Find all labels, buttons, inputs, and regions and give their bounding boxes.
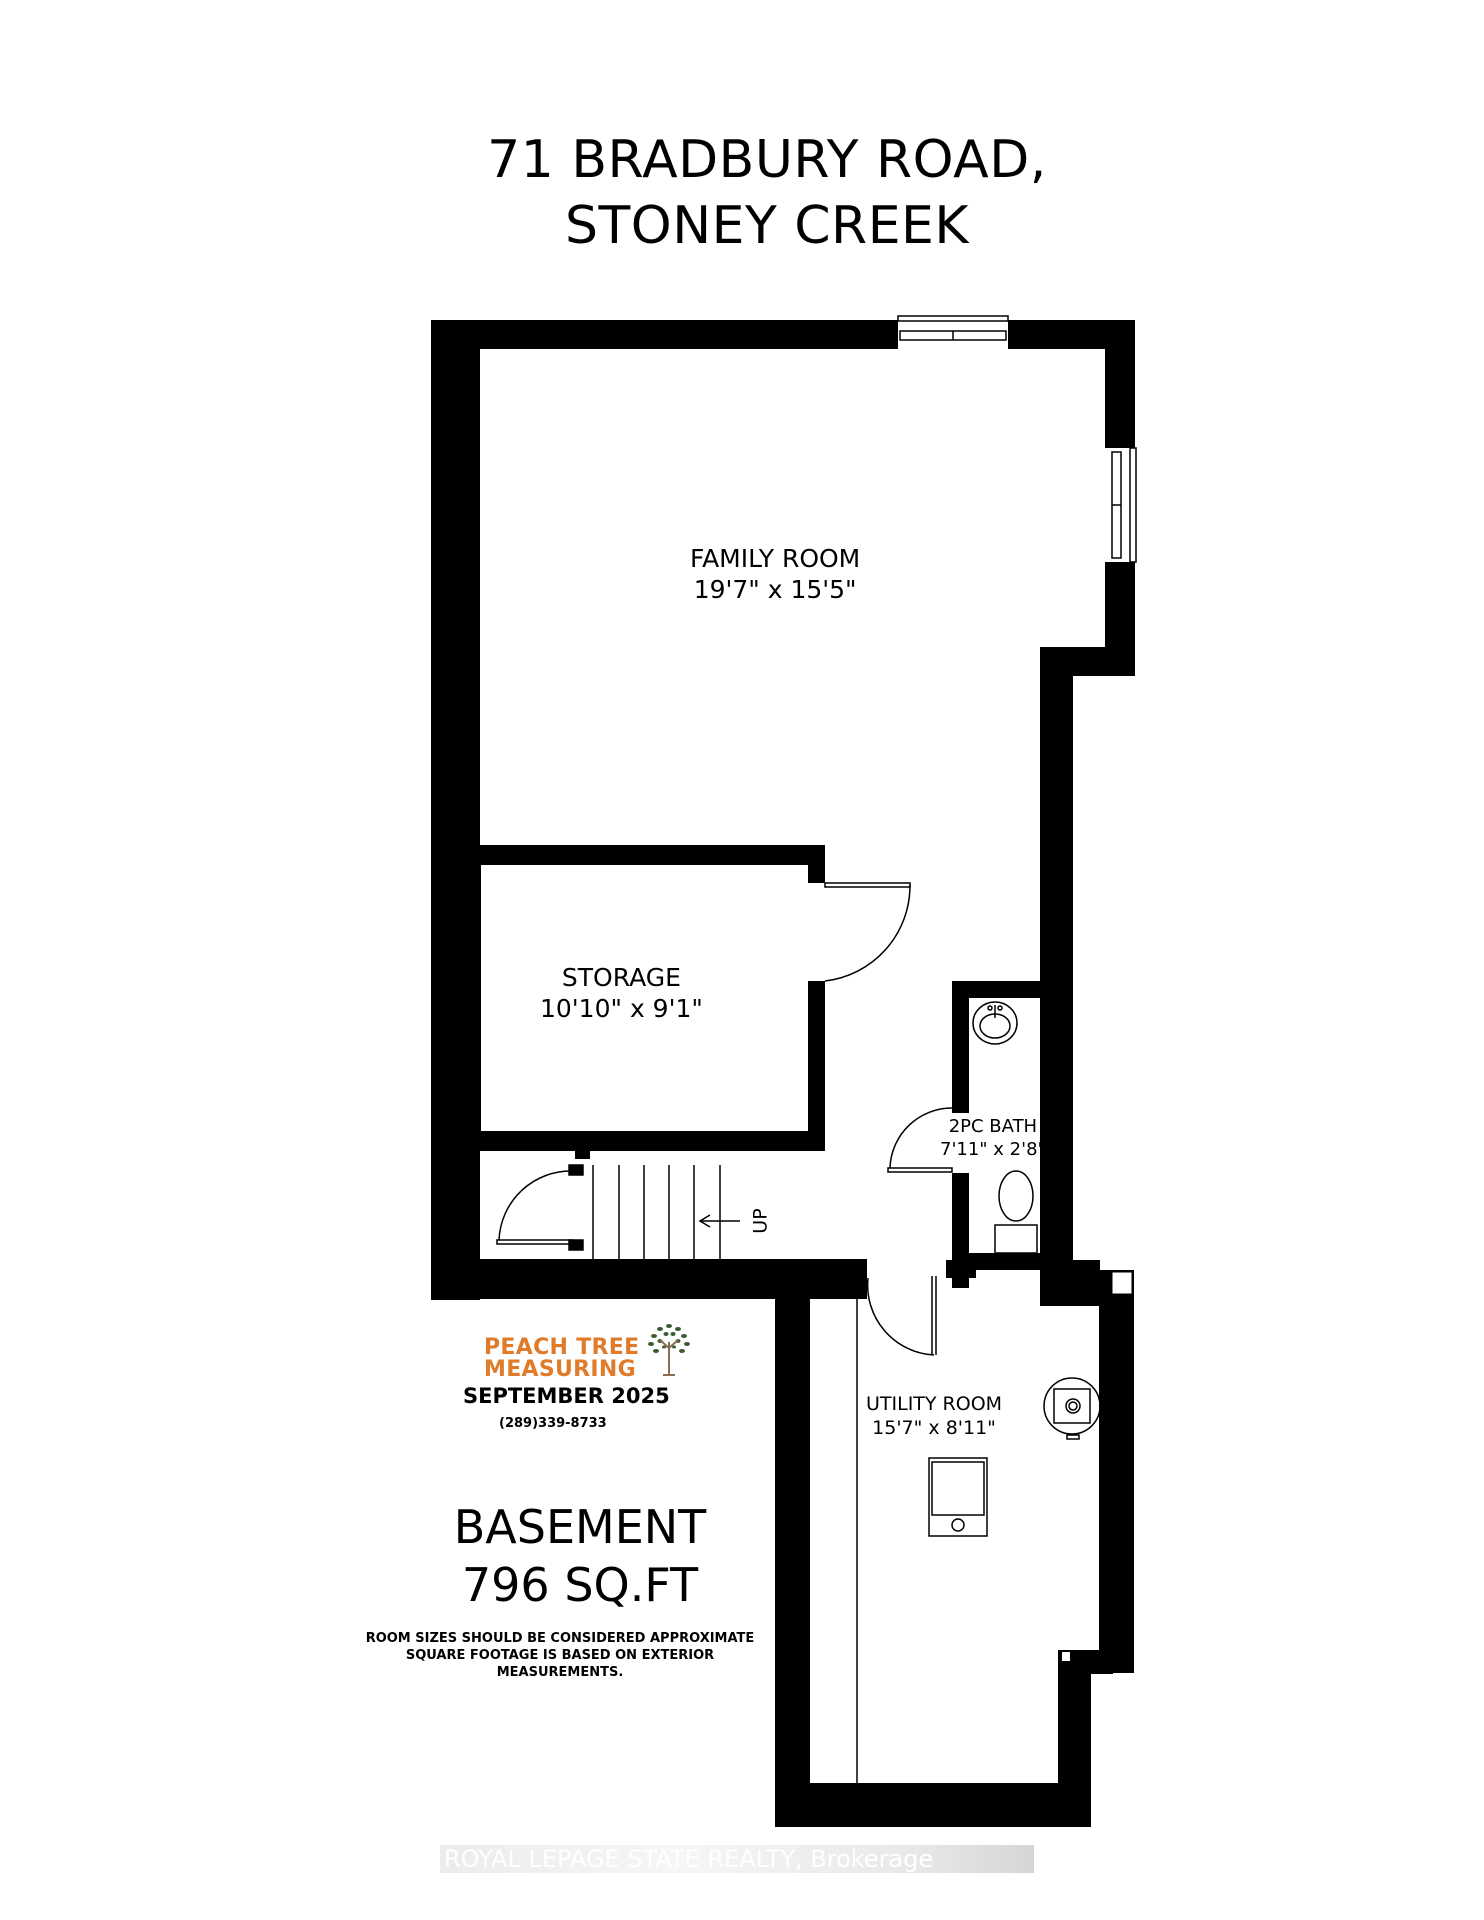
window-right — [1111, 447, 1137, 563]
room-label-storage: STORAGE 10'10" x 9'1" — [540, 962, 703, 1025]
address-title-line2: STONEY CREEK — [565, 196, 969, 256]
room-name: FAMILY ROOM — [690, 544, 861, 573]
disclaimer: ROOM SIZES SHOULD BE CONSIDERED APPROXIM… — [330, 1630, 790, 1681]
room-name: STORAGE — [561, 963, 681, 992]
company-phone: (289)339-8733 — [499, 1416, 607, 1431]
room-dimensions: 19'7" x 15'5" — [693, 575, 857, 605]
toilet-icon — [994, 1170, 1038, 1254]
sink-icon — [972, 1001, 1018, 1045]
room-label-utility: UTILITY ROOM 15'7" x 8'11" — [866, 1392, 1002, 1440]
stairs — [592, 1165, 721, 1259]
tree-icon — [648, 1324, 690, 1376]
floor-name: BASEMENT — [453, 1500, 707, 1554]
bath-door — [887, 1107, 953, 1173]
floor-area: 796 SQ.FT — [461, 1558, 699, 1612]
disclaimer-line3: MEASUREMENTS. — [496, 1665, 624, 1680]
furnace-icon — [928, 1457, 988, 1537]
room-name: 2PC BATH — [948, 1116, 1038, 1137]
stairs-up-label: UP — [749, 1208, 772, 1234]
room-dimensions: 7'11" x 2'8" — [940, 1139, 1046, 1160]
window-top — [897, 315, 1009, 341]
brokerage-watermark: ROYAL LEPAGE STATE REALTY, Brokerage — [440, 1845, 1034, 1873]
measurement-date: SEPTEMBER 2025 — [463, 1384, 670, 1408]
company-name-line1: PEACH TREE — [484, 1335, 640, 1360]
address-title-line1: 71 BRADBURY ROAD, — [487, 130, 1047, 190]
room-label-bath: 2PC BATH 7'11" x 2'8" — [940, 1115, 1046, 1161]
water-heater-icon — [1043, 1377, 1101, 1440]
disclaimer-line1: ROOM SIZES SHOULD BE CONSIDERED APPROXIM… — [365, 1631, 755, 1646]
company-name-line2: MEASURING — [484, 1357, 636, 1382]
storage-door — [824, 882, 911, 982]
room-dimensions: 10'10" x 9'1" — [540, 994, 703, 1024]
room-label-family: FAMILY ROOM 19'7" x 15'5" — [690, 543, 860, 606]
stairs-up-arrow-icon — [698, 1214, 740, 1228]
walls — [431, 320, 1135, 1827]
room-dimensions: 15'7" x 8'11" — [872, 1417, 996, 1439]
room-name: UTILITY ROOM — [866, 1393, 1003, 1415]
utility-door — [866, 1276, 937, 1356]
stair-door — [496, 1164, 584, 1251]
disclaimer-line2: SQUARE FOOTAGE IS BASED ON EXTERIOR — [405, 1648, 715, 1663]
